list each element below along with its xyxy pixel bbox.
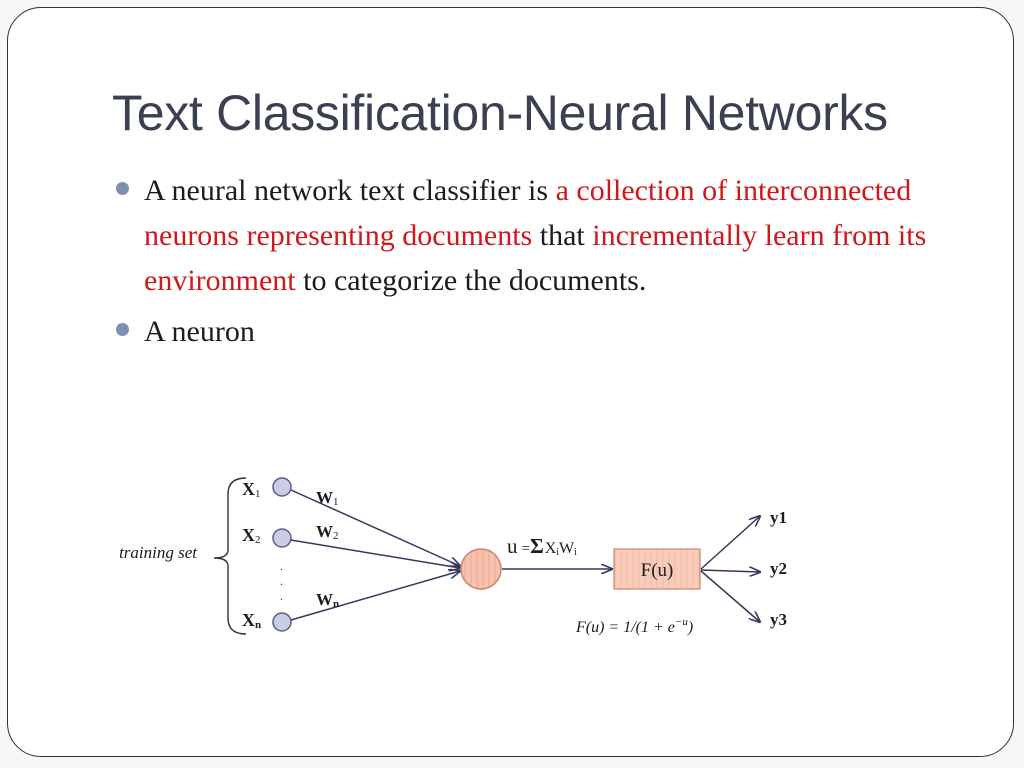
bullet-item-definition: A neural network text classifier is a co…	[112, 168, 932, 303]
ellipsis-dot: .	[280, 559, 283, 573]
bullet-highlight-learn: incrementally learn from its environment	[144, 219, 927, 297]
output-label-y2: y2	[770, 559, 787, 578]
input-label-x2: X2	[242, 525, 261, 546]
bullet-text-part: to categorize the documents.	[295, 264, 647, 297]
input-node-x2	[272, 528, 292, 548]
training-set-label: training set	[119, 543, 198, 562]
activation-formula: F(u) = 1/(1 + e−u)	[575, 616, 693, 636]
bullet-text-part: A neuron	[144, 315, 255, 348]
weight-label-w1: W1	[316, 488, 339, 508]
input-label-xn: Xn	[242, 610, 261, 631]
slide-title: Text Classification-Neural Networks	[112, 85, 888, 141]
bullet-highlight-collection: a collection of interconnected neurons r…	[144, 174, 912, 252]
weight-arrow-w2	[290, 539, 460, 568]
bullet-list: A neural network text classifier is a co…	[112, 168, 932, 354]
neuron-node	[460, 548, 502, 590]
bullet-text-part: that	[532, 219, 593, 252]
bullet-text-part: A neural network text classifier is	[144, 174, 556, 207]
output-arrow-y3	[700, 570, 760, 622]
output-arrow-y1	[700, 516, 760, 570]
ellipsis-dot: .	[280, 589, 283, 603]
weight-label-wn: Wn	[316, 590, 339, 610]
input-node-xn	[272, 612, 292, 632]
bullet-dot-icon	[116, 323, 129, 336]
slide-frame	[7, 7, 1014, 757]
output-arrow-y2	[700, 570, 760, 572]
weight-arrow-w1	[290, 489, 460, 566]
input-label-x1: X1	[242, 479, 261, 500]
ellipsis-dot: .	[280, 574, 283, 588]
bullet-dot-icon	[116, 182, 129, 195]
bullet-item-neuron: A neuron	[112, 309, 932, 354]
weight-label-w2: W2	[316, 522, 339, 542]
input-node-x1	[272, 477, 292, 497]
training-set-bracket	[213, 477, 247, 635]
output-label-y3: y3	[770, 610, 787, 629]
weight-arrow-wn	[290, 571, 460, 621]
activation-function-box: F(u)	[613, 548, 701, 590]
activation-label: F(u)	[641, 560, 674, 581]
sum-formula: u =ΣXiWi	[507, 534, 577, 558]
output-label-y1: y1	[770, 508, 787, 527]
